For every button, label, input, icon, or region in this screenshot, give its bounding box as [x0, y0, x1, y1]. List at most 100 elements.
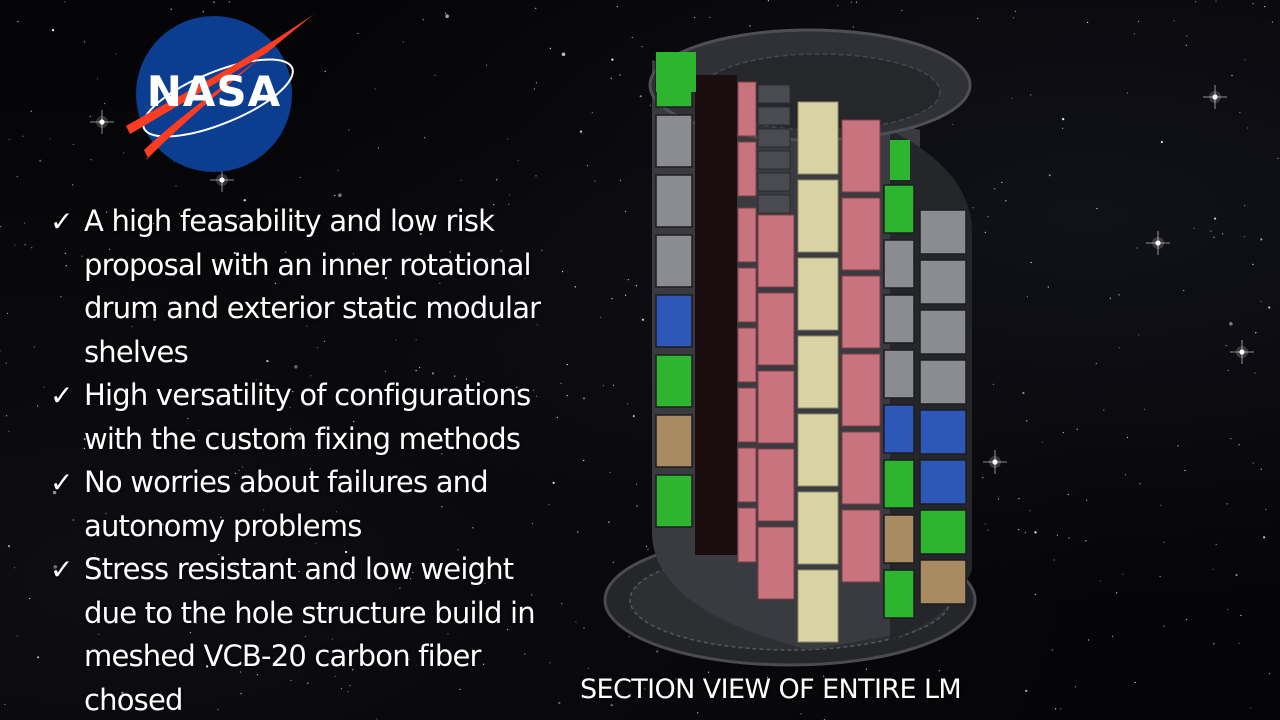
star	[1238, 444, 1240, 446]
star	[289, 406, 291, 408]
star	[1024, 532, 1026, 534]
star	[290, 679, 292, 681]
star	[98, 633, 100, 636]
star	[170, 8, 172, 10]
star	[1238, 642, 1240, 644]
star	[31, 247, 33, 249]
bullet-list: ✓ A high feasability and low risk propos…	[48, 200, 568, 720]
star	[1086, 499, 1088, 501]
bright-star	[983, 450, 1007, 474]
star	[1215, 0, 1217, 2]
star	[938, 670, 940, 672]
star	[533, 389, 535, 391]
outer-shelf-panel	[919, 309, 967, 355]
star	[1124, 474, 1126, 476]
star	[548, 504, 550, 506]
star	[348, 579, 351, 581]
star	[460, 273, 462, 275]
star	[549, 47, 551, 50]
star	[1095, 363, 1097, 365]
star	[1246, 127, 1249, 129]
star	[1213, 236, 1215, 238]
star	[635, 285, 638, 287]
star	[43, 386, 45, 388]
star	[1212, 568, 1214, 570]
star	[1111, 635, 1114, 638]
star	[1087, 21, 1089, 23]
star	[1136, 247, 1138, 249]
star	[1118, 347, 1120, 349]
left-edge-panel	[655, 354, 693, 408]
star	[376, 718, 378, 720]
drum-panel-red	[841, 119, 881, 193]
star	[220, 516, 222, 518]
star	[987, 216, 989, 218]
star	[217, 572, 219, 574]
star	[1053, 559, 1055, 561]
star	[507, 628, 509, 631]
star	[213, 1, 215, 3]
star	[1160, 140, 1163, 144]
star	[561, 52, 566, 57]
star	[334, 675, 336, 677]
star	[647, 548, 649, 550]
star	[422, 19, 424, 21]
outer-shelf-panel	[919, 359, 967, 405]
star	[156, 657, 158, 659]
star	[170, 520, 173, 522]
star	[1034, 531, 1037, 534]
star	[531, 522, 534, 525]
star	[1227, 369, 1229, 371]
star	[323, 340, 326, 342]
star	[631, 36, 633, 39]
star	[274, 282, 276, 284]
nasa-logo-vector-swoosh	[126, 14, 314, 158]
star	[1160, 504, 1162, 506]
star	[493, 204, 495, 206]
star	[335, 511, 338, 513]
star	[1022, 391, 1025, 395]
star	[619, 74, 621, 76]
star	[53, 565, 58, 569]
star	[384, 370, 387, 372]
star	[566, 364, 568, 366]
right-shelf-panel	[883, 514, 915, 564]
star	[641, 46, 643, 48]
star	[198, 430, 200, 432]
star	[234, 472, 236, 474]
star	[152, 607, 154, 610]
drum-panel-red	[841, 353, 881, 427]
star	[901, 9, 903, 12]
star	[616, 6, 618, 8]
star	[109, 248, 111, 250]
star	[485, 480, 487, 482]
bright-star	[1146, 231, 1170, 255]
star	[146, 158, 148, 160]
star	[72, 143, 74, 146]
star	[14, 244, 16, 246]
drum-panel-red	[841, 197, 881, 271]
star	[594, 180, 596, 182]
star	[158, 350, 161, 352]
star	[431, 372, 434, 375]
star	[465, 378, 467, 380]
star	[984, 231, 987, 233]
star	[106, 577, 108, 579]
star	[1087, 639, 1090, 641]
star	[136, 356, 138, 358]
grey-box-stack	[757, 194, 791, 214]
star	[306, 325, 308, 327]
star	[399, 587, 401, 589]
drum-panel-red	[841, 275, 881, 349]
star	[767, 0, 770, 2]
bullet-text: A high feasability and low risk proposal…	[84, 204, 541, 369]
star	[610, 704, 613, 707]
star	[173, 275, 175, 277]
star	[1252, 263, 1254, 265]
star	[439, 282, 441, 284]
star	[1277, 157, 1279, 159]
star	[316, 347, 318, 349]
star	[37, 656, 40, 659]
star	[508, 203, 510, 205]
star	[1055, 708, 1057, 710]
